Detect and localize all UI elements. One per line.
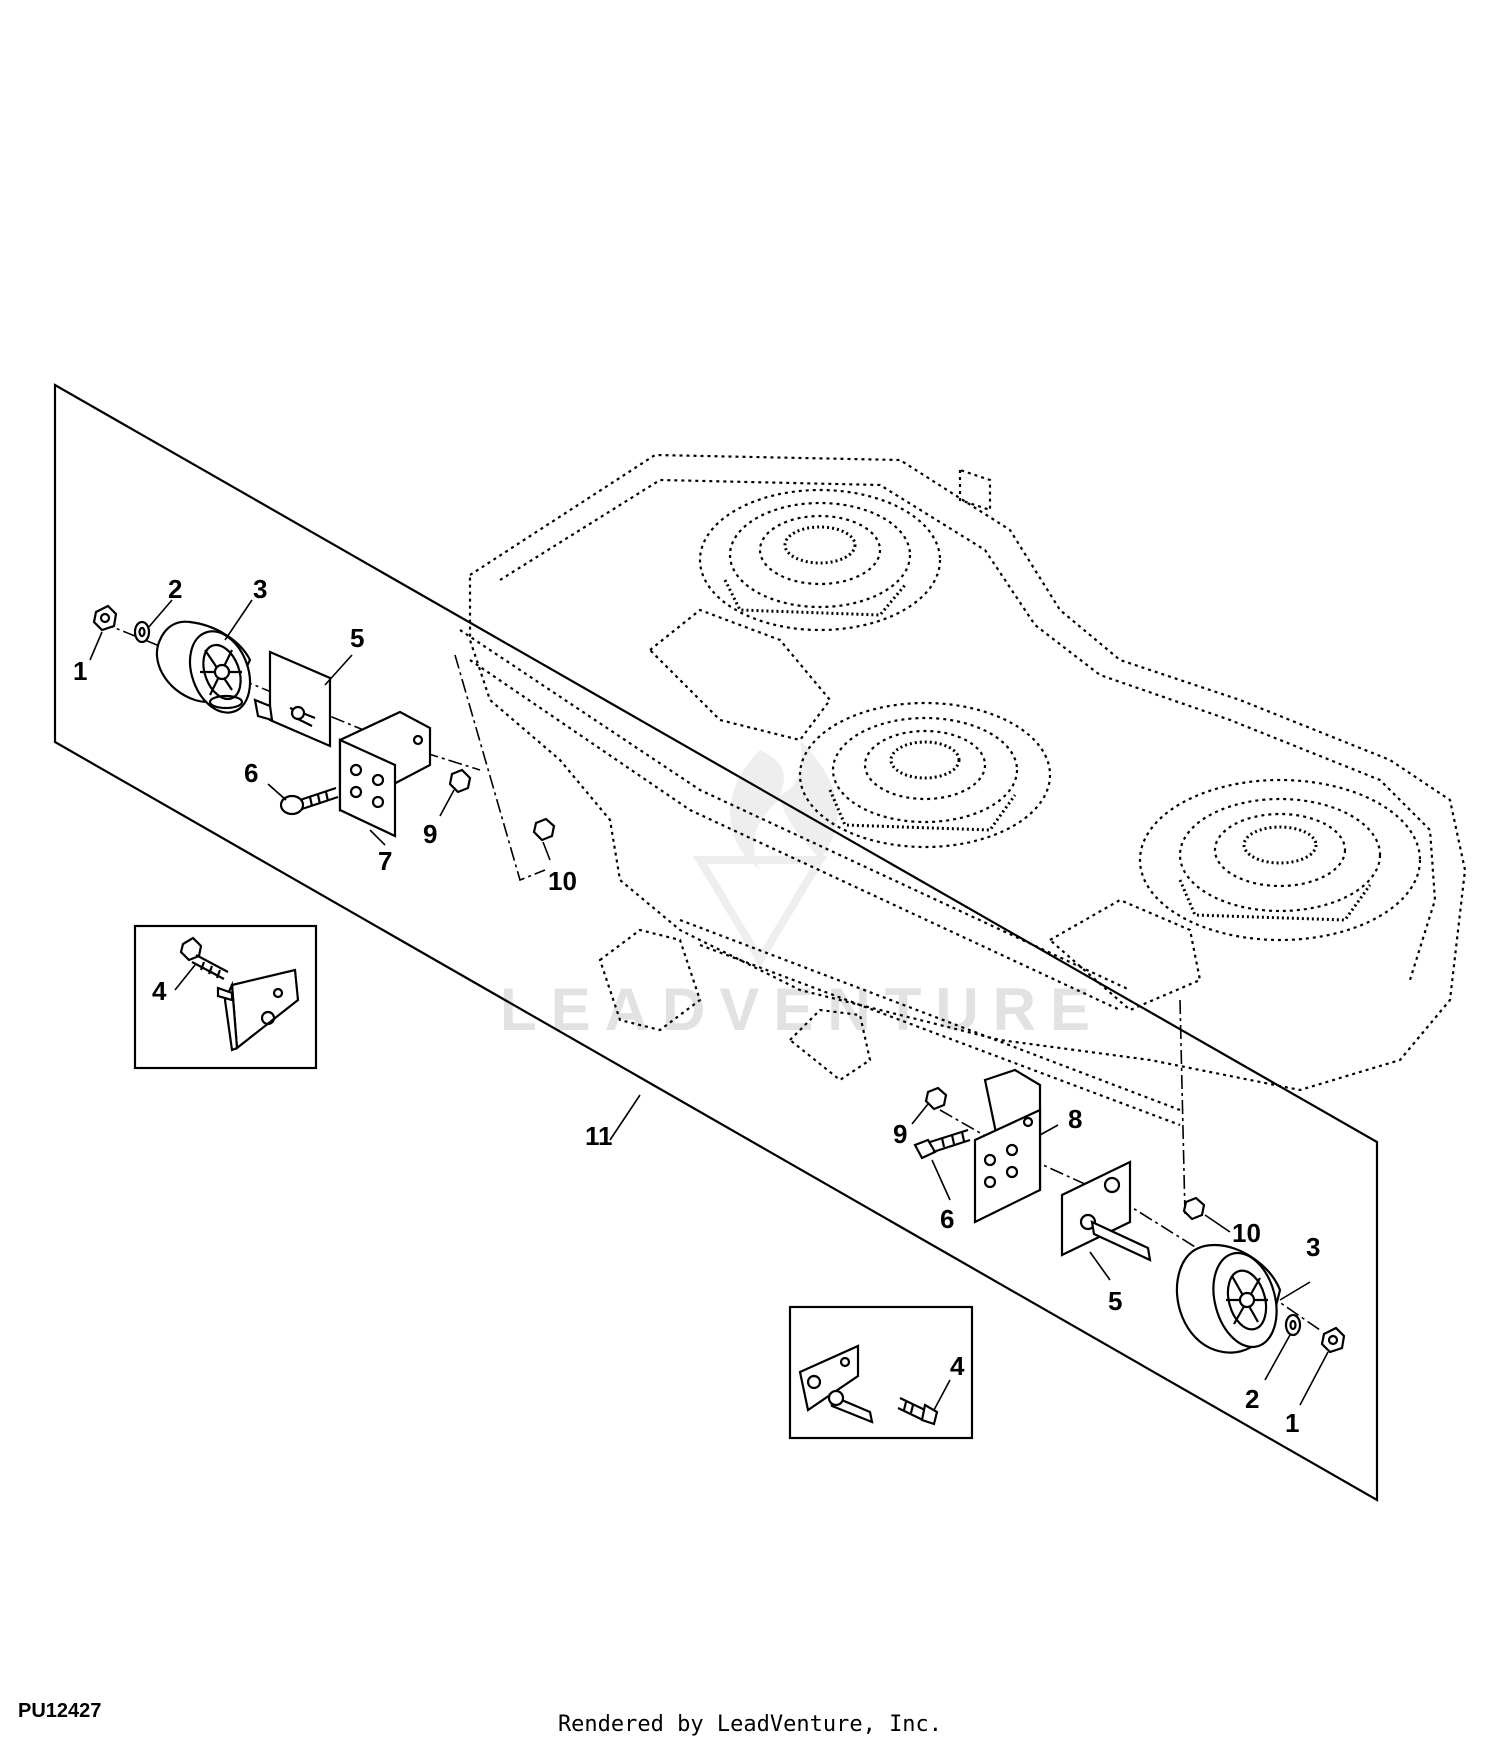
- callout-right-nut: 1: [1285, 1408, 1299, 1438]
- callout-right-bracket: 8: [1068, 1104, 1082, 1134]
- spindle-left: [698, 488, 942, 632]
- inset-right-bolt: [897, 1397, 939, 1426]
- left-carriage-bolt: [279, 786, 339, 816]
- callout-right-axle-plate: 5: [1108, 1286, 1122, 1316]
- callout-right-wheel: 3: [1306, 1232, 1320, 1262]
- callout-kit: 11: [585, 1121, 613, 1151]
- centerline-left-deck: [454, 654, 546, 882]
- callout-left-axle-plate: 5: [350, 623, 364, 653]
- callout-left-bracket: 7: [378, 846, 392, 876]
- watermark-logo: [692, 740, 838, 968]
- right-carriage-bolt: [913, 1128, 971, 1160]
- left-deck-nut: [532, 817, 556, 842]
- callout-left-bracket-nut: 9: [423, 819, 437, 849]
- right-axle-plate: [1060, 1160, 1152, 1262]
- callout-right-inset-bolt: 4: [950, 1351, 965, 1381]
- leader-lines: [89, 599, 1329, 1411]
- callout-right-bracket-nut: 9: [893, 1119, 907, 1149]
- right-bracket: [973, 1068, 1042, 1224]
- spindle-center: [798, 701, 1052, 849]
- right-caster-assembly: [913, 1068, 1346, 1354]
- right-wheel: [1175, 1243, 1282, 1354]
- callout-left-nut: 1: [73, 656, 87, 686]
- right-deck-nut: [1182, 1196, 1206, 1221]
- callouts: 1 2 3 5 6 7 9 10 4 11 9 8 6 10 3 5 2 1 4: [73, 574, 1320, 1438]
- inset-left: [133, 924, 318, 1070]
- inset-right-plate: [798, 1344, 874, 1424]
- watermark-text: LEADVENTURE: [500, 976, 1104, 1043]
- kit-panel-outline: [53, 383, 1379, 1502]
- inset-right: [788, 1305, 974, 1440]
- mower-deck-phantom: [459, 453, 1467, 1127]
- callout-right-washer: 2: [1245, 1384, 1259, 1414]
- callout-left-bolt: 6: [244, 758, 258, 788]
- callout-left-wheel: 3: [253, 574, 267, 604]
- inset-left-plate: [216, 968, 300, 1052]
- render-credit: Rendered by LeadVenture, Inc.: [557, 1712, 943, 1737]
- callout-left-washer: 2: [168, 574, 182, 604]
- right-washer: [1284, 1313, 1302, 1337]
- callout-right-deck-nut: 10: [1232, 1218, 1261, 1248]
- left-bracket-nut: [448, 768, 472, 794]
- right-bracket-nut: [924, 1086, 948, 1111]
- callout-right-bolt: 6: [940, 1204, 954, 1234]
- callout-left-deck-nut: 10: [548, 866, 577, 896]
- callout-left-inset-bolt: 4: [152, 976, 167, 1006]
- spindle-right: [1138, 778, 1422, 942]
- right-flange-nut: [1320, 1326, 1346, 1354]
- left-washer: [133, 620, 151, 644]
- left-bracket: [338, 710, 432, 838]
- centerline-right-deck: [1179, 999, 1201, 1217]
- inset-left-bolt: [179, 936, 229, 980]
- left-caster-assembly: [92, 604, 556, 842]
- watermark: LEADVENTURE: [500, 740, 1104, 1043]
- figure-id: PU12427: [18, 1700, 102, 1722]
- left-flange-nut: [92, 604, 118, 632]
- left-wheel: [155, 620, 252, 714]
- left-axle-plate: [253, 650, 332, 748]
